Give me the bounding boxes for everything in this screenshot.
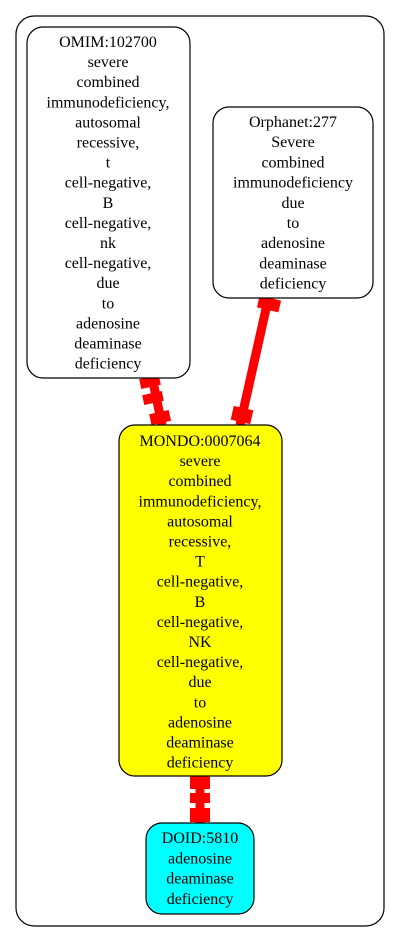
node-doid-box bbox=[145, 822, 255, 915]
node-label-line: recessive, bbox=[169, 534, 232, 551]
node-label-line: adenosine bbox=[261, 235, 325, 252]
edge-omim-to-mondo bbox=[139, 375, 172, 426]
node-label-line: cell-negative, bbox=[65, 175, 152, 192]
node-label-line: combined bbox=[261, 154, 324, 171]
node-label-line: immunodeficiency, bbox=[139, 493, 262, 510]
node-label-line: Severe bbox=[271, 134, 315, 151]
node-label-line: adenosine bbox=[168, 714, 232, 731]
node-label-line: immunodeficiency, bbox=[47, 94, 170, 111]
node-label-line: immunodeficiency bbox=[233, 175, 353, 192]
node-label-line: combined bbox=[168, 473, 231, 490]
node-label-line: to bbox=[287, 215, 299, 232]
node-label-line: adenosine bbox=[76, 315, 140, 332]
node-label-line: cell-negative, bbox=[157, 654, 244, 671]
node-omim-label: OMIM:102700 severe combined immunodeficienc… bbox=[47, 34, 170, 373]
node-doid-label: DOID:5810 adenosine deaminase deficiency bbox=[162, 830, 238, 908]
node-label-line: NK bbox=[188, 634, 212, 651]
node-label-line: Orphanet:277 bbox=[249, 114, 337, 131]
node-label-line: T bbox=[195, 554, 205, 571]
node-label-line: severe bbox=[88, 54, 129, 71]
node-label-line: deaminase bbox=[166, 871, 234, 888]
node-label-line: combined bbox=[76, 74, 139, 91]
node-label-line: nk bbox=[100, 235, 116, 252]
node-omim-box bbox=[26, 26, 191, 379]
node-mondo-label: MONDO:0007064 severe combined immunodeficie… bbox=[139, 433, 262, 772]
node-doid: DOID:5810 adenosine deaminase deficiency bbox=[145, 822, 255, 915]
node-label-line: autosomal bbox=[75, 114, 141, 131]
node-label-line: due bbox=[281, 195, 304, 212]
node-label-line: OMIM:102700 bbox=[59, 34, 157, 51]
node-label-line: due bbox=[96, 275, 119, 292]
node-label-line: recessive, bbox=[77, 135, 140, 152]
node-label-line: autosomal bbox=[167, 513, 233, 530]
node-label-line: to bbox=[194, 694, 206, 711]
edge-mondo-to-doid bbox=[190, 775, 210, 824]
cluster-frame bbox=[15, 15, 385, 927]
node-label-line: to bbox=[102, 295, 114, 312]
node-label-line: t bbox=[106, 155, 111, 172]
node-label-line: deficiency bbox=[167, 755, 234, 772]
node-label-line: cell-negative, bbox=[65, 255, 152, 272]
node-orphanet-box bbox=[212, 106, 374, 299]
node-label-line: cell-negative, bbox=[157, 614, 244, 631]
node-label-line: deficiency bbox=[167, 891, 234, 908]
node-label-line: B bbox=[103, 195, 114, 212]
node-label-line: deficiency bbox=[75, 356, 142, 373]
node-label-line: due bbox=[188, 674, 211, 691]
node-label-line: DOID:5810 bbox=[162, 830, 238, 847]
node-label-line: cell-negative, bbox=[157, 574, 244, 591]
node-label-line: deaminase bbox=[74, 336, 142, 353]
node-label-line: cell-negative, bbox=[65, 215, 152, 232]
edge-orphanet-to-mondo bbox=[230, 295, 282, 426]
node-mondo-box bbox=[118, 424, 283, 777]
node-label-line: MONDO:0007064 bbox=[140, 433, 261, 450]
node-label-line: severe bbox=[180, 453, 221, 470]
node-label-line: deficiency bbox=[260, 276, 327, 293]
node-omim: OMIM:102700 severe combined immunodeficienc… bbox=[26, 26, 191, 379]
node-mondo: MONDO:0007064 severe combined immunodeficie… bbox=[118, 424, 283, 777]
node-label-line: deaminase bbox=[166, 735, 234, 752]
node-label-line: deaminase bbox=[259, 255, 327, 272]
node-label-line: adenosine bbox=[168, 850, 232, 867]
node-label-line: B bbox=[195, 594, 206, 611]
